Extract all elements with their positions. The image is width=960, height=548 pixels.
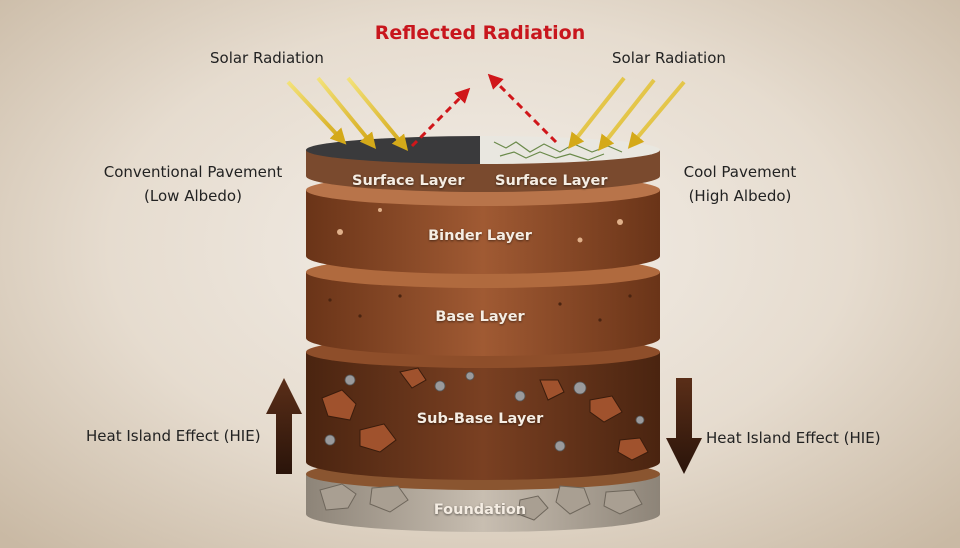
reflected-radiation-title: Reflected Radiation [374, 22, 586, 44]
cool-pavement-label: Cool Pavement (High Albedo) [676, 160, 804, 208]
reflected-arrows [410, 73, 558, 148]
surface-layer-left-label: Surface Layer [352, 173, 465, 189]
solar-rays-left [286, 76, 409, 151]
subbase-layer [306, 336, 660, 480]
arrow-up-icon [266, 378, 302, 474]
surface-layer [306, 136, 660, 192]
conventional-pavement-label: Conventional Pavement (Low Albedo) [100, 160, 286, 208]
foundation-label: Foundation [433, 502, 527, 518]
solar-rays-right [568, 76, 686, 152]
hie-label-left: Heat Island Effect (HIE) [86, 427, 261, 445]
subbase-layer-label: Sub-Base Layer [416, 411, 544, 427]
solar-radiation-label-right: Solar Radiation [612, 49, 726, 67]
hie-label-right: Heat Island Effect (HIE) [706, 429, 881, 447]
binder-layer-label: Binder Layer [428, 228, 532, 244]
cool-pavement-line1: Cool Pavement [683, 163, 797, 181]
base-layer-label: Base Layer [435, 309, 525, 325]
solar-radiation-label-left: Solar Radiation [210, 49, 324, 67]
conventional-pavement-line2: (Low Albedo) [144, 187, 242, 205]
arrow-down-icon [666, 378, 702, 474]
conventional-pavement-line1: Conventional Pavement [103, 163, 283, 181]
cool-pavement-line2: (High Albedo) [688, 187, 792, 205]
surface-layer-right-label: Surface Layer [495, 173, 608, 189]
